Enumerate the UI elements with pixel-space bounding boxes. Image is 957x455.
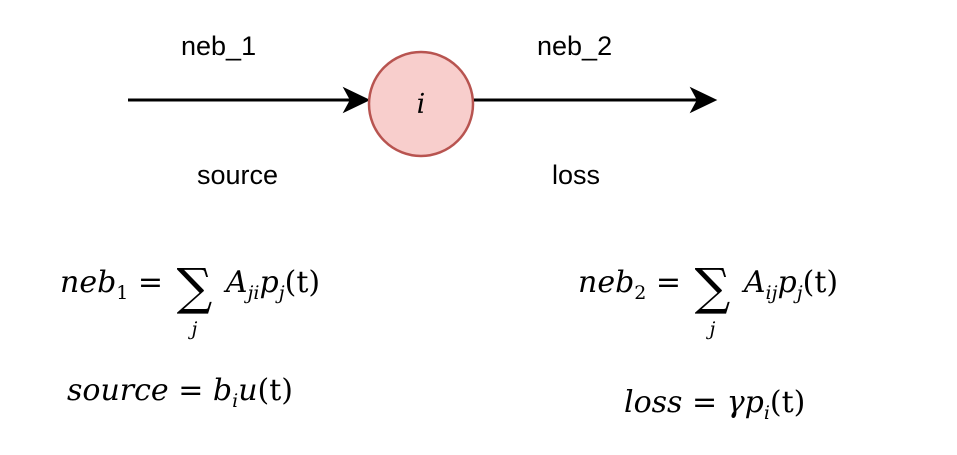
neb1-lhs-sub: 1 bbox=[116, 282, 129, 304]
node-label: i bbox=[417, 89, 426, 120]
source-b: b bbox=[212, 373, 233, 408]
incoming-top-label: neb_1 bbox=[181, 31, 257, 61]
loss-lhs: loss bbox=[624, 385, 683, 420]
source-u: u bbox=[238, 373, 258, 408]
neb2-lhs: neb bbox=[578, 265, 635, 300]
neb2-term-a-sub: ij bbox=[765, 282, 778, 304]
neb2-term-p: p bbox=[777, 265, 797, 300]
equals-sign: = bbox=[178, 373, 213, 408]
neb2-arg: (t) bbox=[802, 265, 839, 300]
source-b-sub: i bbox=[232, 390, 239, 412]
equals-sign: = bbox=[655, 265, 691, 300]
loss-gamma: γ bbox=[726, 385, 745, 420]
neb1-sum-index: j bbox=[191, 318, 198, 340]
neb1-term-p: p bbox=[259, 265, 279, 300]
loss-p-sub: i bbox=[763, 402, 770, 424]
node-i[interactable] bbox=[367, 50, 475, 158]
outgoing-top-label: neb_2 bbox=[537, 31, 613, 61]
incoming-bottom-label: source bbox=[197, 160, 279, 190]
equals-sign: = bbox=[137, 265, 173, 300]
sum-symbol-icon: ∑j bbox=[694, 258, 731, 340]
neb2-lhs-sub: 2 bbox=[634, 282, 647, 304]
sum-symbol-icon: ∑j bbox=[176, 258, 213, 340]
neb2-term-p-sub: j bbox=[796, 282, 803, 304]
incoming-arrowhead-icon bbox=[342, 86, 371, 114]
neb2-sum-index: j bbox=[709, 318, 716, 340]
outgoing-bottom-label: loss bbox=[552, 160, 601, 190]
neb1-arg: (t) bbox=[284, 265, 321, 300]
source-lhs: source bbox=[67, 373, 169, 408]
loss-equation: loss = γpi(t) bbox=[624, 385, 806, 423]
neb1-term-a: A bbox=[225, 265, 248, 300]
source-arg: (t) bbox=[257, 373, 294, 408]
source-equation: source = biu(t) bbox=[67, 373, 294, 411]
loss-p: p bbox=[744, 385, 764, 420]
neb1-term-p-sub: j bbox=[278, 282, 285, 304]
neb1-term-a-sub: ji bbox=[247, 282, 260, 304]
neb2-equation: neb2 = ∑j Aijpj(t) bbox=[578, 258, 839, 340]
equals-sign: = bbox=[692, 385, 727, 420]
neb1-lhs: neb bbox=[60, 265, 117, 300]
loss-arg: (t) bbox=[769, 385, 806, 420]
neb1-equation: neb1 = ∑j Ajipj(t) bbox=[60, 258, 321, 340]
outgoing-arrowhead-icon bbox=[689, 86, 718, 114]
neb2-term-a: A bbox=[743, 265, 766, 300]
